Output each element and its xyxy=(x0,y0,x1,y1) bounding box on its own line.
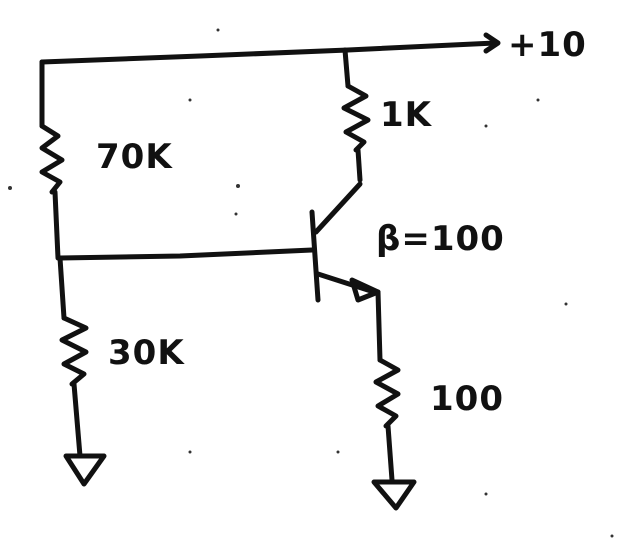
left-ground-wire xyxy=(71,381,83,459)
supply-voltage-label: +10 xyxy=(508,25,587,65)
speck xyxy=(8,186,12,190)
transistor-base-bar xyxy=(309,209,321,303)
resistor-100 xyxy=(373,357,401,429)
emitter-ground-wire xyxy=(385,423,395,483)
emitter-wire xyxy=(375,289,383,363)
speck xyxy=(188,450,192,454)
speck xyxy=(484,492,488,496)
transistor-emitter-arrow xyxy=(349,277,381,303)
resistor-70k xyxy=(39,123,65,195)
speck xyxy=(336,450,340,454)
r1k-label: 1K xyxy=(380,95,433,135)
base-wire xyxy=(57,247,315,261)
left-lower-wire xyxy=(57,255,67,321)
supply-rail-wire xyxy=(39,40,498,65)
ground-symbol-right xyxy=(371,479,417,511)
collector-mid-wire xyxy=(355,147,363,183)
supply-arrow-head xyxy=(483,32,501,54)
speck xyxy=(216,28,220,32)
transistor-collector-lead xyxy=(313,181,363,235)
speck xyxy=(234,212,238,216)
r100-label: 100 xyxy=(430,379,504,419)
r70k-label: 70K xyxy=(96,137,173,177)
transistor-emitter-lead xyxy=(315,271,377,295)
resistor-1k xyxy=(341,83,371,153)
resistor-30k xyxy=(59,315,89,387)
speck xyxy=(236,184,240,188)
r30k-label: 30K xyxy=(108,333,185,373)
speck xyxy=(536,98,540,102)
speck xyxy=(188,98,192,102)
collector-top-wire xyxy=(342,47,351,89)
speck xyxy=(484,124,488,128)
left-mid-wire xyxy=(52,189,61,261)
speck xyxy=(610,534,614,538)
ground-symbol-left xyxy=(63,453,107,487)
beta-label: β=100 xyxy=(376,219,505,259)
speck xyxy=(564,302,568,306)
